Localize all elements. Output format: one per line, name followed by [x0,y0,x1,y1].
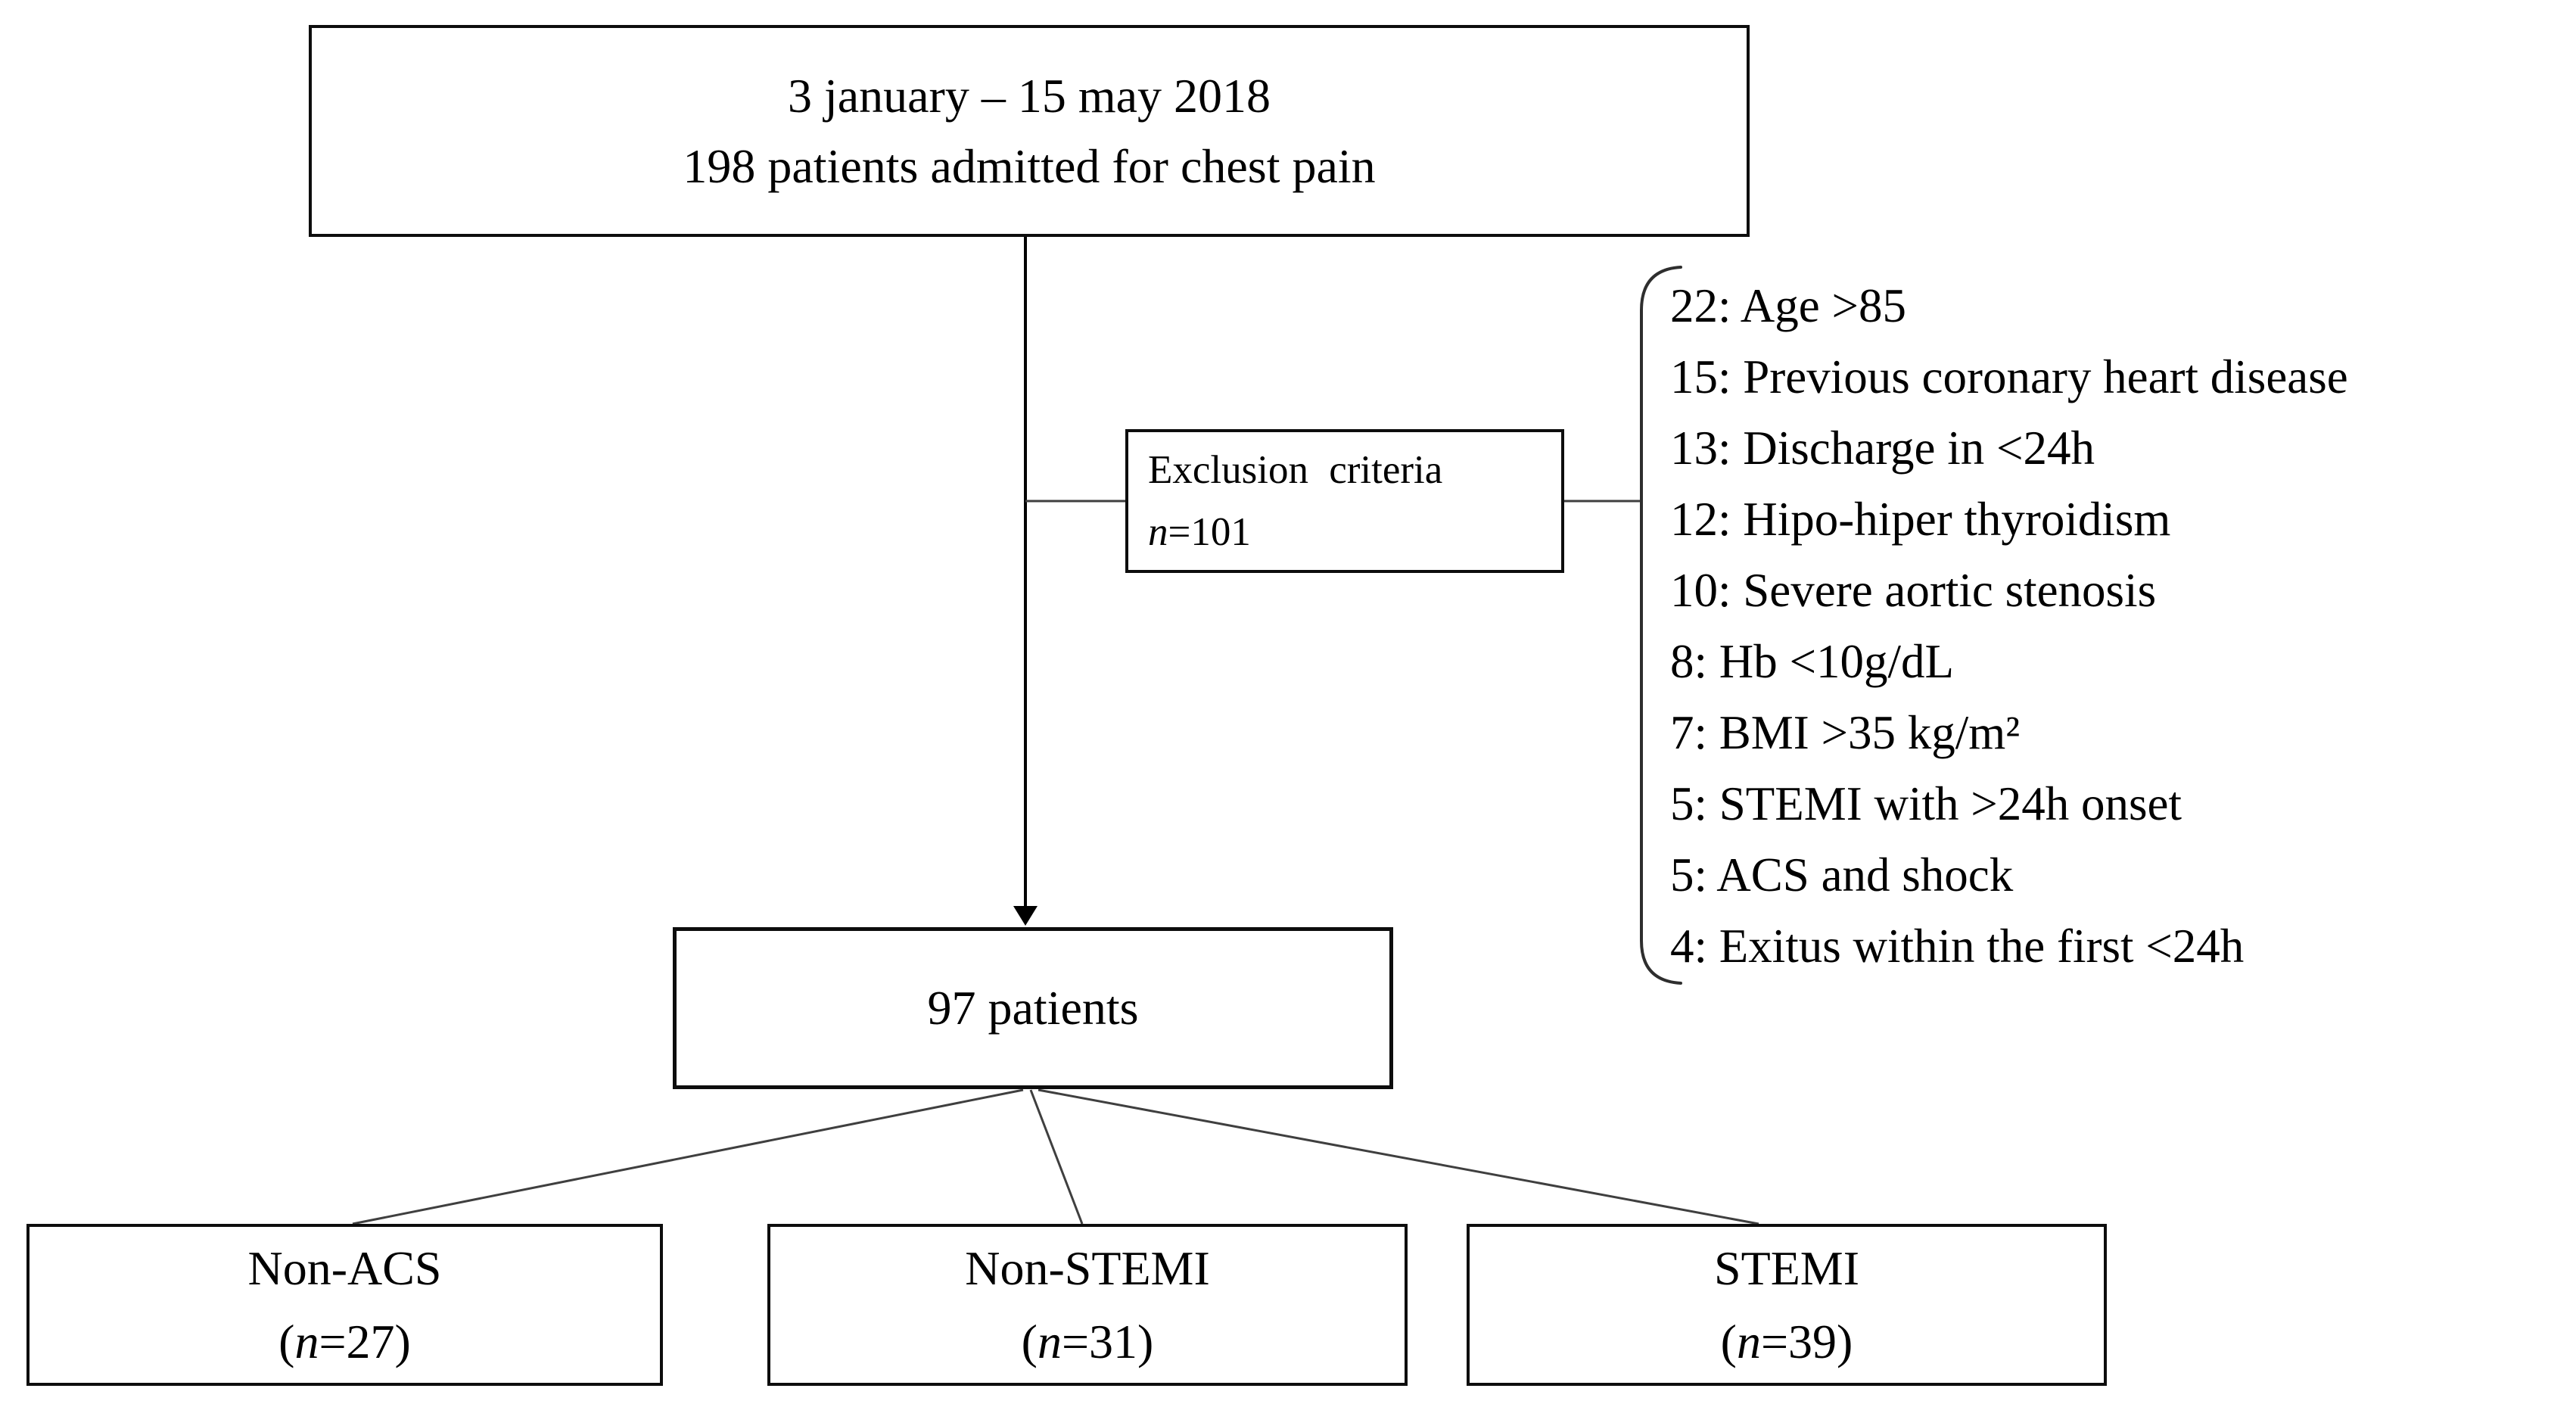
n-value: =101 [1168,510,1251,554]
enrollment-box: 3 january – 15 may 2018 198 patients adm… [309,25,1750,237]
branch-line-non-acs [352,1088,1024,1225]
exclusion-list-item: 5: ACS and shock [1670,848,2014,901]
outcome-count: (n=31) [1022,1305,1154,1378]
enrollment-dates: 3 january – 15 may 2018 [787,69,1271,123]
n-value: =39) [1760,1315,1853,1368]
outcome-label: STEMI [1714,1241,1859,1295]
outcome-count: (n=39) [1721,1305,1853,1378]
enrollment-count: 198 patients admitted for chest pain [683,139,1376,193]
exclusion-list-item: 13: Discharge in <24h [1670,422,2095,475]
exclusion-list-item: 10: Severe aortic stenosis [1670,564,2157,617]
exclusion-list-item: 22: Age >85 [1670,279,1907,332]
n-value: =31) [1061,1315,1154,1368]
exclusion-list-item: 12: Hipo-hiper thyroidism [1670,493,2171,546]
exclusion-list-item: 4: Exitus within the first <24h [1670,920,2245,973]
n-variable: n [1037,1315,1062,1368]
n-variable: n [294,1315,319,1368]
exclusion-criteria-box: Exclusion criteria n=101 [1125,429,1564,573]
down-arrowhead-icon [1013,906,1038,926]
exclusion-list: 22: Age >85 15: Previous coronary heart … [1670,270,2576,982]
included-patients-box: 97 patients [673,927,1393,1089]
paren-open: ( [1021,1315,1038,1368]
paren-open: ( [278,1315,295,1368]
n-variable: n [1736,1315,1761,1368]
outcome-box-non-stemi: Non-STEMI (n=31) [767,1224,1408,1386]
outcome-label: Non-STEMI [965,1241,1210,1295]
n-variable: n [1148,510,1168,554]
paren-open: ( [1720,1315,1737,1368]
exclusion-list-item: 8: Hb <10g/dL [1670,635,1955,688]
outcome-count: (n=27) [278,1305,411,1378]
exclusion-list-item: 7: BMI >35 kg/m² [1670,706,2021,759]
n-value: =27) [319,1315,411,1368]
exclusion-list-bracket [1640,266,1682,985]
outcome-box-stemi: STEMI (n=39) [1467,1224,2107,1386]
exclusion-criteria-count: n=101 [1148,501,1251,563]
outcome-label: Non-ACS [247,1241,442,1295]
exclusion-list-item: 15: Previous coronary heart disease [1670,350,2348,403]
exclusion-criteria-title: Exclusion criteria [1148,448,1443,492]
outcome-box-non-acs: Non-ACS (n=27) [26,1224,663,1386]
exclusion-list-item: 5: STEMI with >24h onset [1670,777,2182,830]
included-patients-label: 97 patients [927,981,1139,1035]
branch-line-non-stemi [1029,1089,1084,1225]
branch-line-stemi [1038,1088,1759,1225]
